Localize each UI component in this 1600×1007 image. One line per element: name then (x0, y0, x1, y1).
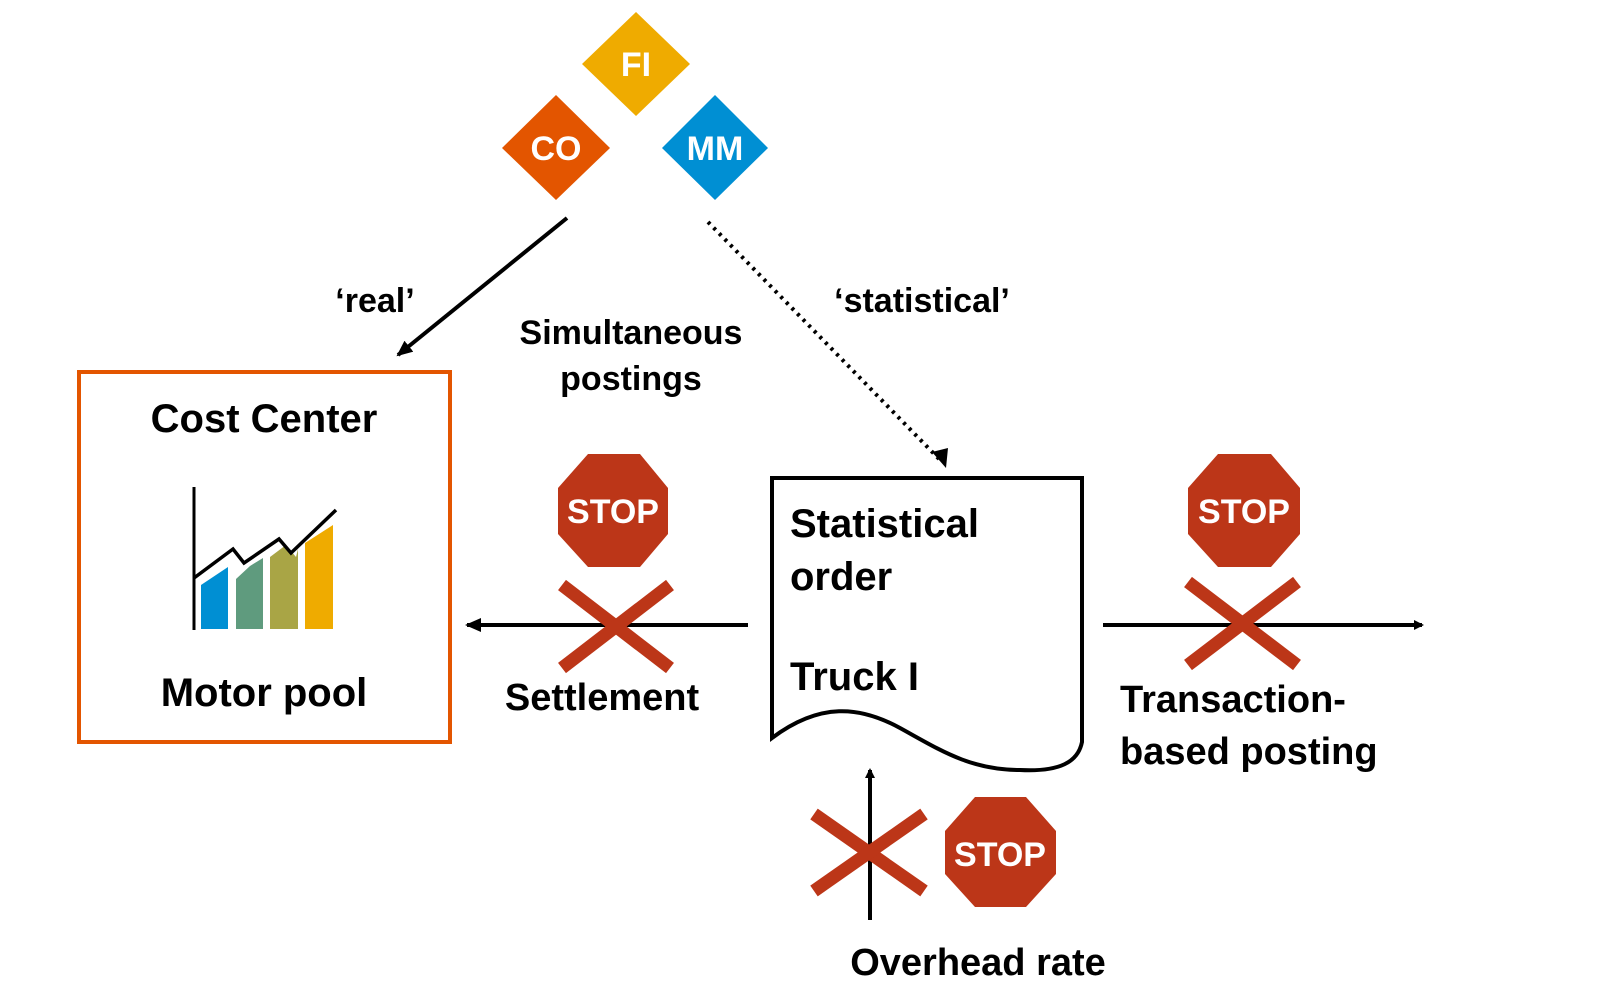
real-label: ‘real’ (335, 282, 414, 320)
stop-label: STOP (567, 493, 659, 531)
settlement-stop-sign: STOP (558, 454, 668, 567)
x-stroke-2 (1184, 576, 1301, 671)
statistical-label: ‘statistical’ (834, 282, 1010, 320)
transaction-label-line1: Transaction- (1120, 679, 1346, 721)
mm-diamond-shape (662, 95, 768, 200)
stop-label: STOP (954, 836, 1046, 874)
transaction-blocked-x-icon (1184, 576, 1301, 671)
transaction-stop-sign: STOP (1188, 454, 1300, 567)
stop-sign-shape (1188, 454, 1300, 567)
co-diamond-shape (502, 95, 610, 200)
stop-sign-shape (558, 454, 668, 567)
cost-center-border (77, 370, 452, 744)
module-fi-diamond: FI (582, 12, 690, 116)
module-mm-diamond: MM (662, 95, 768, 200)
statistical-order-document: Statistical order Truck I (770, 476, 1084, 773)
mm-label: MM (687, 130, 744, 168)
co-label: CO (531, 130, 582, 168)
document-shape (770, 476, 1084, 773)
settlement-blocked-x-icon (558, 579, 674, 674)
fi-diamond-shape (582, 12, 690, 116)
stop-sign-shape (945, 797, 1056, 907)
icon-bar-2 (236, 558, 263, 629)
overhead-label: Overhead rate (850, 942, 1106, 984)
simultaneous-label-line1: Simultaneous (520, 314, 743, 352)
module-co-diamond: CO (502, 95, 610, 200)
statistical-arrowhead (932, 448, 948, 468)
fi-label: FI (621, 46, 651, 84)
settlement-label: Settlement (505, 677, 700, 719)
transaction-label-line2: based posting (1120, 731, 1378, 773)
x-stroke-2 (558, 579, 674, 674)
stop-label: STOP (1198, 493, 1290, 531)
overhead-blocked-x-icon (810, 808, 928, 897)
cost-center-box: Cost Center Motor pool (77, 370, 452, 744)
icon-bar-1 (201, 567, 228, 629)
cost-center-title: Cost Center (151, 397, 378, 441)
icon-bar-3 (270, 545, 298, 629)
icon-trend-line (192, 508, 338, 580)
simultaneous-label-line2: postings (560, 360, 702, 398)
x-stroke-2 (810, 808, 928, 897)
order-line3: Truck I (790, 655, 919, 699)
cost-center-subtitle: Motor pool (161, 671, 368, 715)
order-line2: order (790, 555, 892, 599)
icon-bar-4 (305, 525, 333, 629)
bar-chart-trend-icon (192, 487, 338, 630)
overhead-stop-sign: STOP (945, 797, 1056, 907)
order-line1: Statistical (790, 502, 979, 546)
real-posting-arrow (396, 216, 569, 357)
statistical-posting-arrow (706, 220, 944, 464)
